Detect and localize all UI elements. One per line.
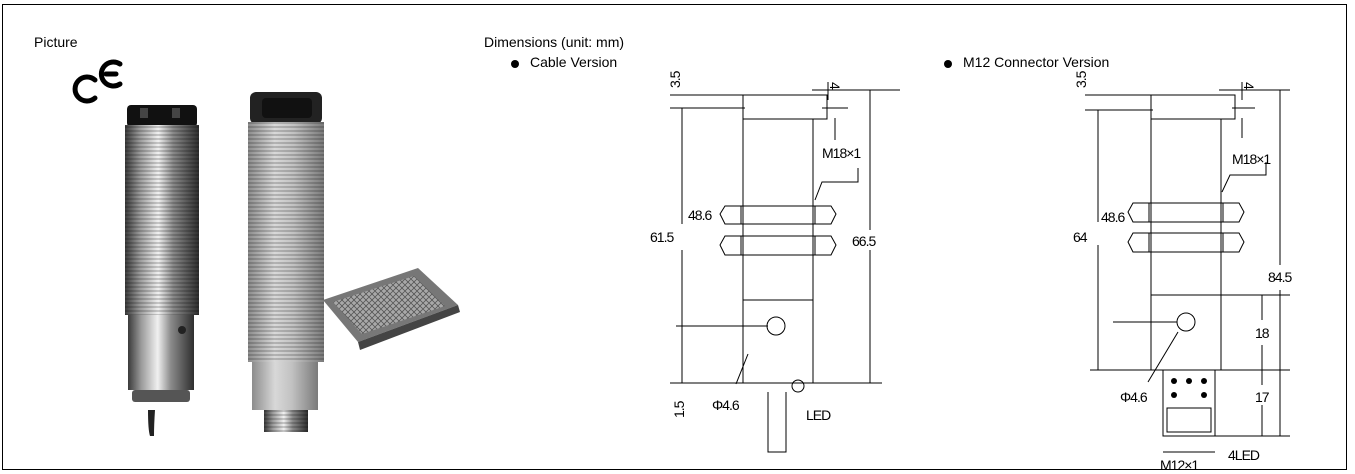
content-frame <box>2 4 1347 470</box>
m12-top-width: 4 <box>1241 82 1257 90</box>
m12-top-offset: 3.5 <box>1073 70 1089 88</box>
plastic-sensor-m12-photo <box>248 92 324 432</box>
m12-total-left: 64 <box>1073 229 1088 245</box>
m12-total-right: 84.5 <box>1268 269 1292 285</box>
m12-body-len: 48.6 <box>1101 209 1125 225</box>
m12-connector-len: 17 <box>1255 389 1270 405</box>
cable-thread: M18×1 <box>822 145 861 161</box>
m12-led: 4LED <box>1228 447 1260 463</box>
cable-top-width: 4 <box>827 82 843 90</box>
m12-bullet <box>944 60 952 68</box>
m12-version-title: M12 Connector Version <box>963 54 1110 70</box>
metal-sensor-cable-photo <box>125 105 199 436</box>
cable-bullet <box>511 60 519 68</box>
picture-heading: Picture <box>34 34 78 50</box>
m12-hole-dia: Φ4.6 <box>1120 389 1148 405</box>
reflector-photo <box>323 268 460 350</box>
m12-thread: M18×1 <box>1232 151 1271 167</box>
cable-bottom-offset: 1.5 <box>671 400 687 418</box>
ce-mark-icon <box>72 59 123 104</box>
cable-body-len: 48.6 <box>688 207 712 223</box>
dimensions-heading: Dimensions (unit: mm) <box>484 34 625 50</box>
cable-total-right: 66.5 <box>852 233 876 249</box>
m12-connector-thread: M12×1 <box>1160 457 1199 473</box>
m12-lower-len: 18 <box>1255 325 1270 341</box>
cable-hole-dia: Φ4.6 <box>712 397 740 413</box>
cable-version-title: Cable Version <box>530 54 618 70</box>
cable-total-left: 61.5 <box>650 229 674 245</box>
cable-led: LED <box>806 407 831 423</box>
cable-top-offset: 3.5 <box>667 70 683 88</box>
